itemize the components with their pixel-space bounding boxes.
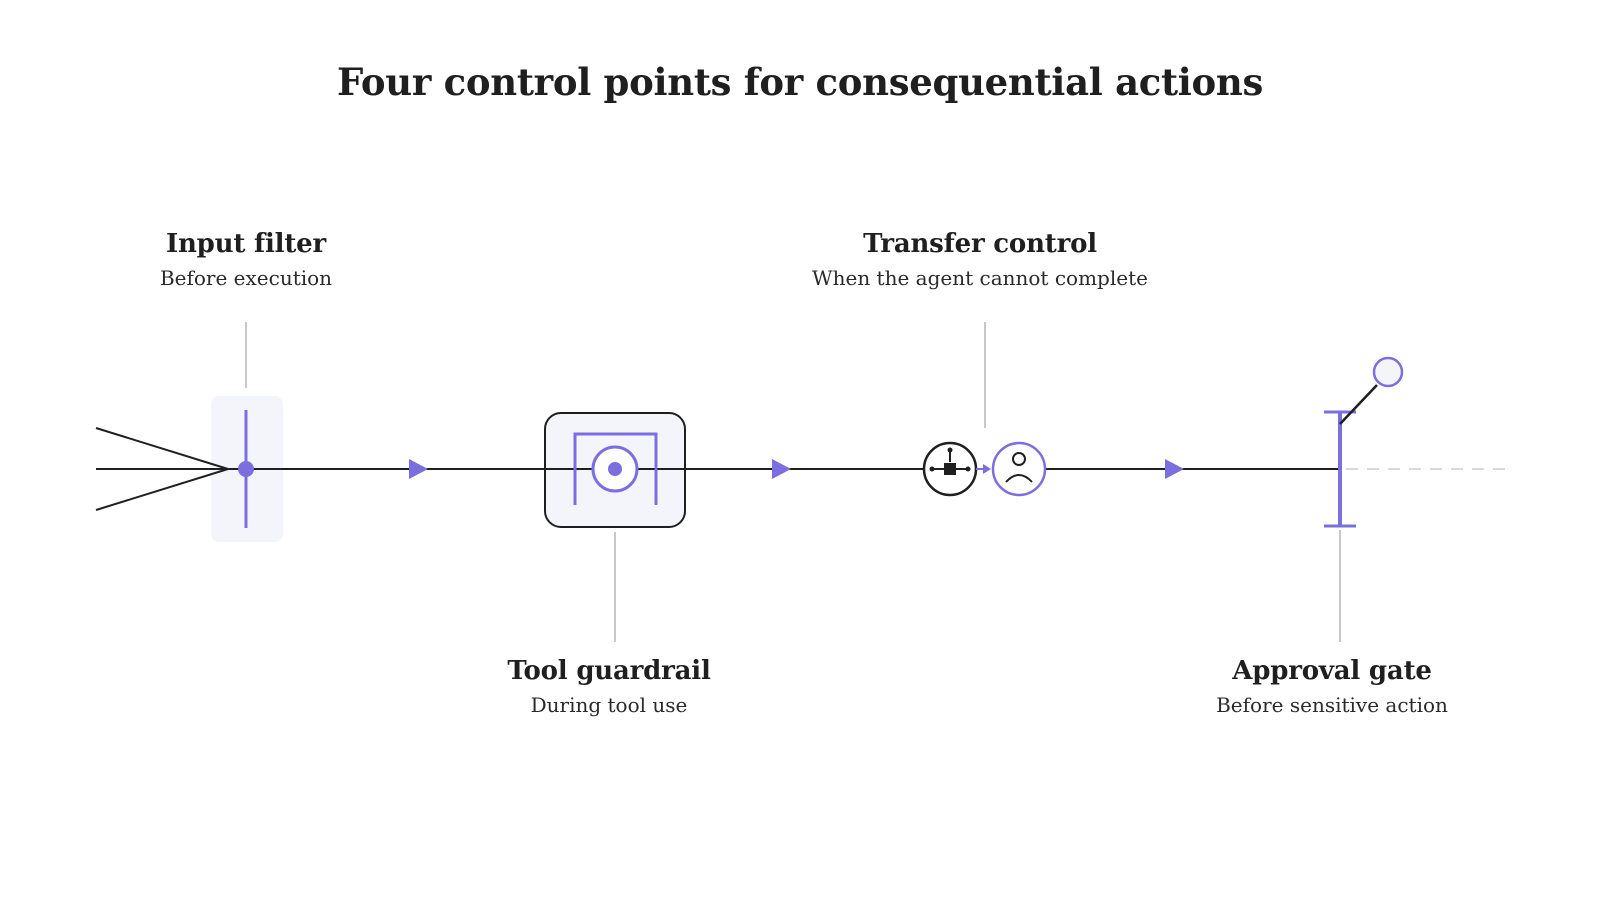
incoming-line-bottom — [95, 468, 229, 511]
input-filter-name: Input filter — [166, 229, 326, 259]
filter-gate-icon — [238, 410, 254, 528]
input-filter-when: Before execution — [159, 266, 333, 290]
gate-lever-icon — [1324, 356, 1404, 528]
transfer-control-when: When the agent cannot complete — [812, 266, 1148, 290]
label-input-filter: Input filter Before execution — [36, 228, 456, 292]
tool-guardrail-name: Tool guardrail — [507, 656, 711, 686]
label-transfer-control: Transfer control When the agent cannot c… — [770, 228, 1190, 292]
approval-gate-when: Before sensitive action — [1216, 693, 1448, 717]
person-icon — [991, 441, 1047, 497]
flow-arrow-1 — [409, 459, 428, 479]
flow-arrow-3 — [1165, 459, 1184, 479]
agent-node-icon — [922, 441, 978, 497]
incoming-line-top — [95, 427, 229, 470]
transfer-arrow-head — [983, 464, 991, 474]
tool-guardrail-when: During tool use — [530, 693, 688, 717]
label-tool-guardrail: Tool guardrail During tool use — [399, 655, 819, 719]
flow-arrow-2 — [772, 459, 791, 479]
approval-gate-name: Approval gate — [1232, 656, 1432, 686]
transfer-control-name: Transfer control — [863, 229, 1097, 259]
page-title: Four control points for consequential ac… — [336, 60, 1264, 104]
label-approval-gate: Approval gate Before sensitive action — [1122, 655, 1542, 719]
target-frame-icon — [544, 412, 686, 528]
